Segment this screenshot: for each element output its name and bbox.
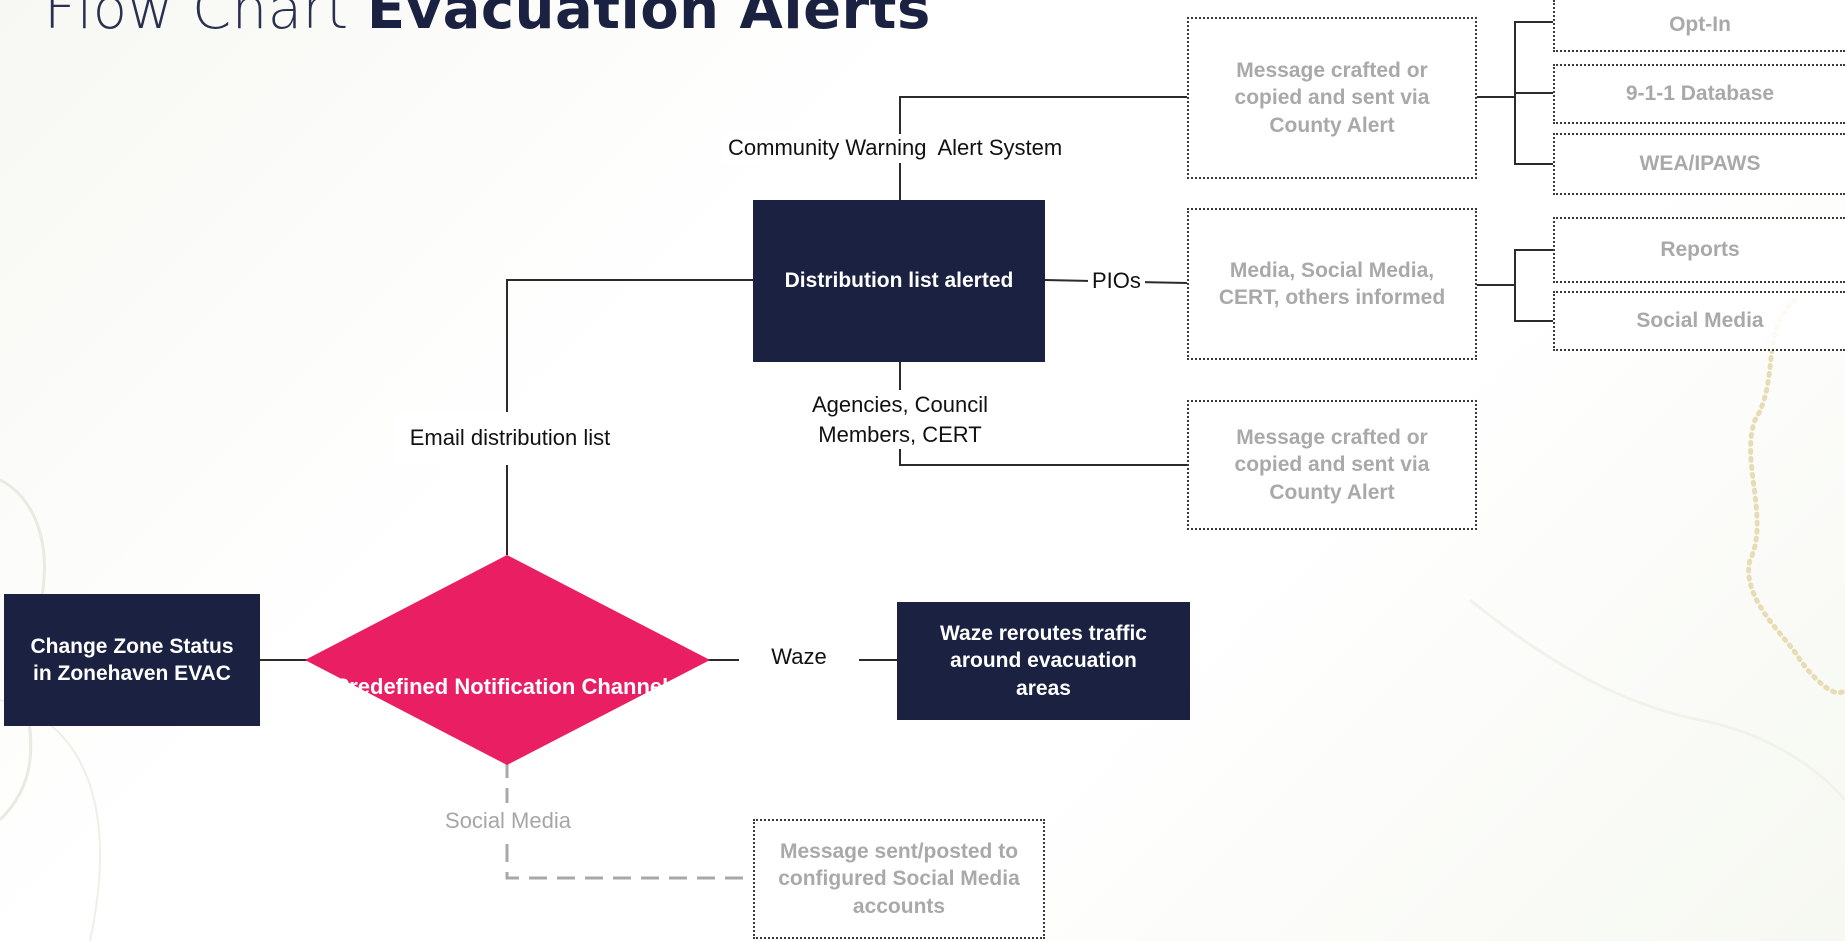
media-informed-node: Media, Social Media, CERT, others inform… xyxy=(1187,208,1477,360)
edge-label-email-list: Email distribution list xyxy=(396,412,624,465)
edge-label-community-warning: Community Warning Alert System xyxy=(724,134,1067,163)
edge-label-agencies: Agencies, Council Members, CERT xyxy=(800,390,1000,450)
waze-reroute-node: Waze reroutes traffic around evacuation … xyxy=(897,602,1190,720)
county-alert-top-node: Message crafted or copied and sent via C… xyxy=(1187,17,1477,179)
leaf-reports: Reports xyxy=(1553,217,1845,283)
social-media-post-node: Message sent/posted to configured Social… xyxy=(753,819,1045,939)
change-zone-status-node: Change Zone Status in Zonehaven EVAC xyxy=(4,594,260,726)
county-alert-bottom-node: Message crafted or copied and sent via C… xyxy=(1187,400,1477,530)
decision-node-label: Predefined Notification Channels xyxy=(334,674,681,700)
distribution-list-node: Distribution list alerted xyxy=(753,200,1045,362)
edge-label-social-media: Social Media xyxy=(438,803,578,840)
leaf-social-media: Social Media xyxy=(1553,291,1845,351)
page-title: Flow Chart Evacuation Alerts xyxy=(44,0,931,50)
connector-distribution-to-county-alert-top xyxy=(899,96,1187,200)
title-emphasis: Evacuation Alerts xyxy=(366,0,931,42)
edge-label-pios: PIOs xyxy=(1088,267,1145,296)
edge-label-waze: Waze xyxy=(739,643,859,672)
leaf-wea-ipaws: WEA/IPAWS xyxy=(1553,133,1845,195)
leaf-opt-in: Opt-In xyxy=(1553,0,1845,52)
connector-decision-to-social-media xyxy=(505,760,753,880)
connector-leaves-media-branch xyxy=(1514,249,1553,322)
decision-diamond xyxy=(305,555,710,765)
leaf-911-database: 9-1-1 Database xyxy=(1553,64,1845,124)
title-prefix: Flow Chart xyxy=(44,0,349,42)
